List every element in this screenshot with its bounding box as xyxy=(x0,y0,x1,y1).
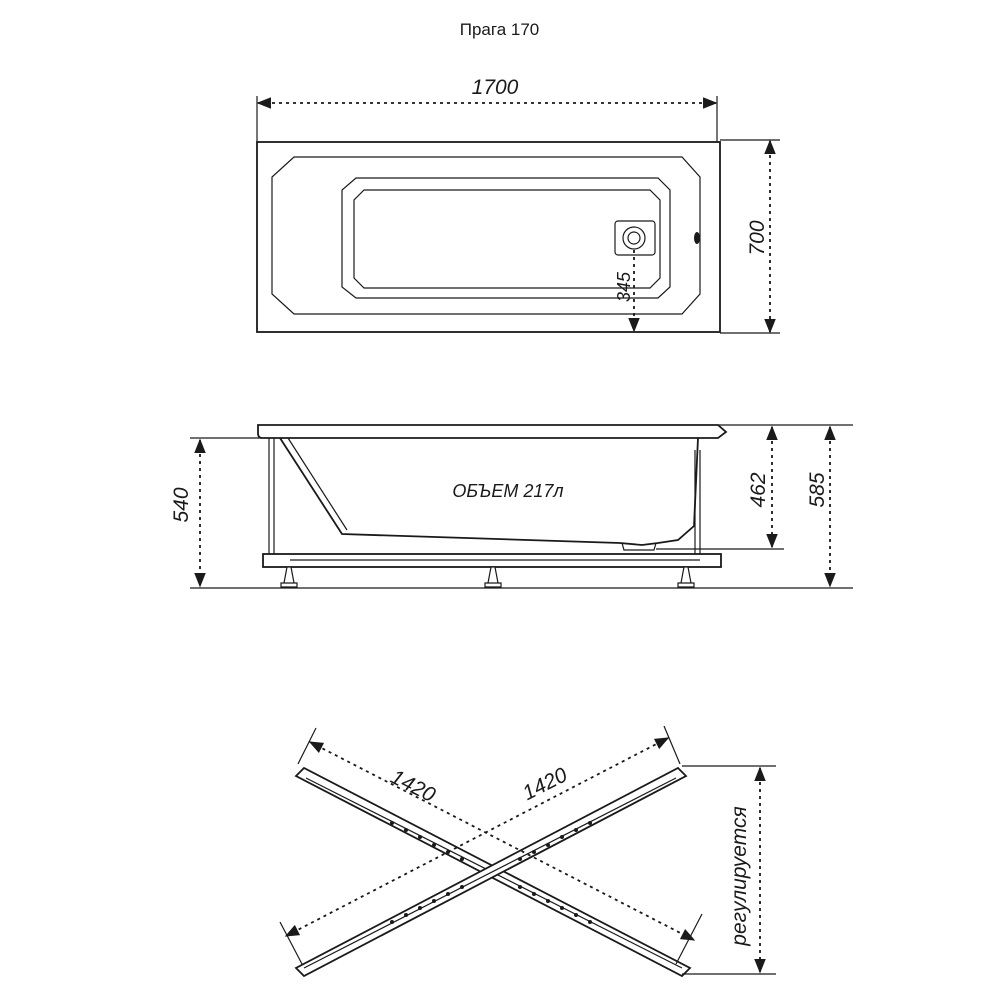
tub-body-profile xyxy=(279,437,699,546)
drain-outlet xyxy=(621,542,657,551)
drain-inner-ring xyxy=(627,231,641,245)
left-bar-dimension-line xyxy=(308,741,696,941)
adjustable-label: регулируется xyxy=(728,806,751,946)
left-bar-dimension-label: 1420 xyxy=(387,765,439,807)
page-title: Прага 170 xyxy=(459,20,540,39)
drain-housing xyxy=(614,220,656,256)
right-bar-ext-bottom xyxy=(279,921,303,965)
foot-center xyxy=(484,566,502,588)
adjustable-feet xyxy=(280,566,695,588)
frame-view: 1420 1420 регулируется xyxy=(279,725,776,978)
right-bar-ext-top xyxy=(663,725,681,765)
max-height-label: 585 xyxy=(806,472,829,507)
left-bar-ext-top xyxy=(297,727,317,765)
width-dimension-label: 700 xyxy=(746,220,769,255)
drain-offset-label: 345 xyxy=(614,271,634,302)
total-height-label: 540 xyxy=(170,487,193,522)
side-view: ОБЪЕМ 217л 540 462 585 xyxy=(170,424,853,589)
right-bar-dimension-label: 1420 xyxy=(519,763,571,805)
tub-inner-bowl xyxy=(271,156,701,315)
right-bar-dimension-line xyxy=(284,737,670,937)
drain-outer-ring xyxy=(622,226,646,250)
volume-label: ОБЪЕМ 217л xyxy=(452,481,563,501)
foot-right xyxy=(677,566,695,588)
length-dimension-label: 1700 xyxy=(472,76,519,99)
tub-body-inner-line xyxy=(287,437,348,531)
overflow-hole xyxy=(694,232,700,244)
top-view: 1700 700 345 xyxy=(256,76,780,334)
tub-floor-inner xyxy=(353,189,661,289)
left-bar-ext-bottom xyxy=(675,913,703,965)
tub-rim-profile xyxy=(257,424,728,439)
depth-dimension-label: 462 xyxy=(747,472,770,507)
foot-left xyxy=(280,566,298,588)
tub-floor-outer xyxy=(341,177,671,299)
